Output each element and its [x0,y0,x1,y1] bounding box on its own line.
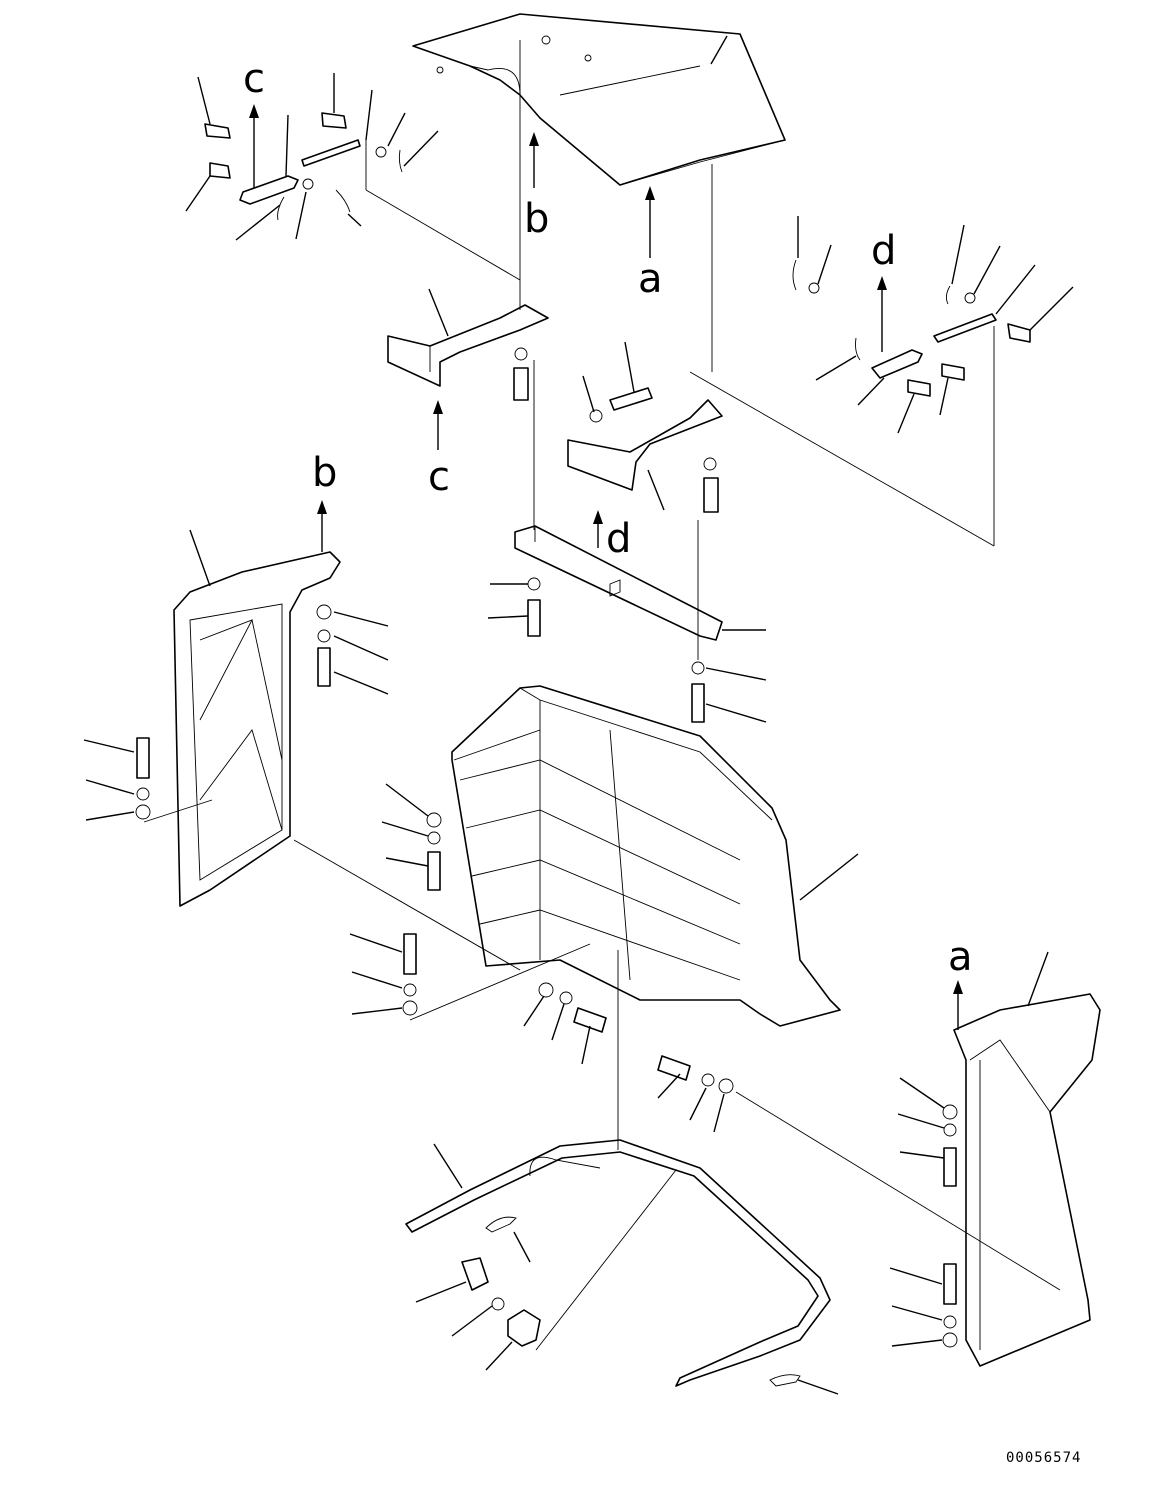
right-side-panel [953,951,1101,1367]
view-arrow-c-top [249,104,259,188]
view-arrow-a-right [953,980,963,1030]
front-grille [451,685,859,1027]
top-cover [412,13,786,186]
view-arrow-d-mid [593,510,603,548]
assembly-lines [143,40,1061,1351]
hinge-link-right [792,216,1074,434]
left-side-panel [173,529,341,907]
cross-beam [514,525,766,641]
upper-bracket-right [567,341,723,513]
view-label-c-top: c [243,56,265,102]
view-arrow-a-top [645,186,655,258]
fasteners [83,577,958,1348]
view-label-b-top: b [524,196,549,242]
drawing-number: 00056574 [1006,1450,1081,1466]
view-labels: c b a d c d b a [243,56,973,980]
view-arrow-c-mid [433,400,443,450]
view-label-b-left: b [312,450,337,496]
view-arrow-b-left [317,500,327,552]
view-arrow-b-top [529,132,539,188]
upper-bracket-left [387,288,549,401]
view-label-d-top: d [871,228,896,274]
view-arrow-d-top [877,276,887,352]
view-label-a-top: a [638,256,663,302]
view-label-a-right: a [948,934,973,980]
latch [415,1257,541,1371]
view-label-d-mid: d [606,516,631,562]
view-label-c-mid: c [428,454,450,500]
hinge-link-left [185,73,439,241]
bottom-frame [405,1139,839,1395]
